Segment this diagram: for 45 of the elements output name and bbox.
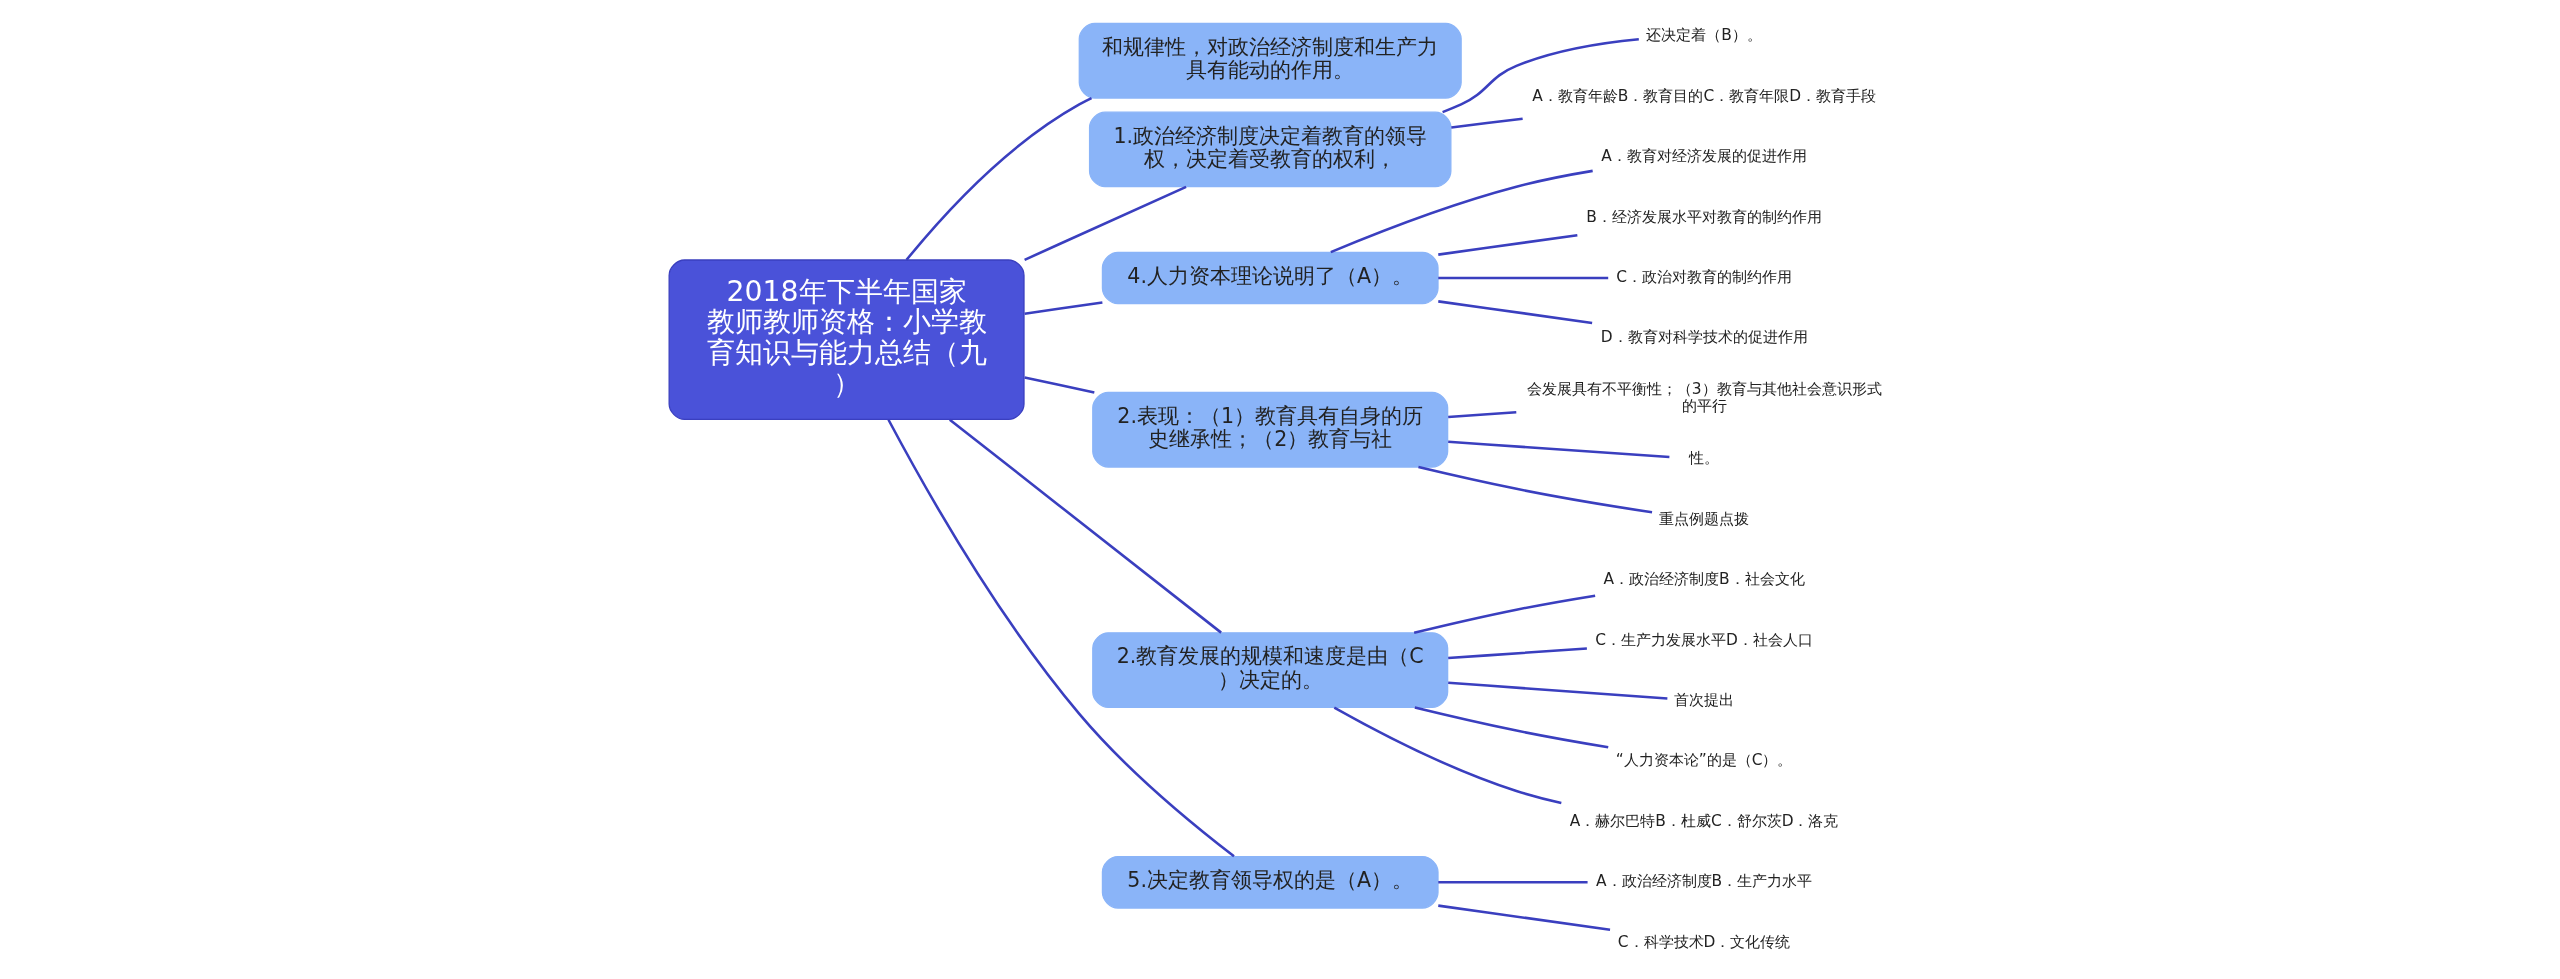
node-text: C．生产力发展水平D．社会人口 xyxy=(1594,630,1813,649)
connector xyxy=(886,419,1235,858)
node-text: 还决定着（B）。 xyxy=(1645,26,1762,45)
connector xyxy=(1329,169,1593,254)
connector xyxy=(1447,647,1587,660)
connector xyxy=(1437,300,1592,325)
connector xyxy=(1437,276,1608,280)
connector xyxy=(1417,465,1652,514)
connector xyxy=(1414,706,1608,749)
node-text: D．教育对科学技术的促进作用 xyxy=(1600,328,1808,347)
node-text: A．教育年龄B．教育目的C．教育年限D．教育手段 xyxy=(1531,86,1876,105)
node-text: 重点例题点拨 xyxy=(1658,509,1749,528)
node-text: 会发展具有不平衡性；（3）教育与其他社会意识形式的平行 xyxy=(1526,380,1882,416)
connector xyxy=(1413,594,1595,635)
node-box: 和规律性，对政治经济制度和生产力具有能动的作用。 xyxy=(1078,22,1462,99)
connector xyxy=(1437,881,1588,884)
node-box: 2.教育发展的规模和速度是由（C）决定的。 xyxy=(1091,632,1448,709)
connector xyxy=(1437,233,1578,256)
node-text: 首次提出 xyxy=(1673,690,1734,709)
connector xyxy=(1023,376,1095,394)
node-box: 5.决定教育领导权的是（A）。 xyxy=(1101,855,1439,909)
node-box: 1.政治经济制度决定着教育的领导权，决定着受教育的权利， xyxy=(1088,111,1451,188)
node-box: 4.人力资本理论说明了（A）。 xyxy=(1101,251,1439,305)
node-text: A．赫尔巴特B．杜威C．舒尔茨D．洛克 xyxy=(1569,811,1839,830)
node-text: A．教育对经济发展的促进作用 xyxy=(1600,147,1807,166)
node-text: C．科学技术D．文化传统 xyxy=(1617,932,1790,951)
connector xyxy=(1450,117,1523,129)
node-text: C．政治对教育的制约作用 xyxy=(1615,267,1792,286)
node-box: 2.表现：（1）教育具有自身的历史继承性；（2）教育与社 xyxy=(1091,391,1448,468)
connector xyxy=(905,96,1092,261)
connector xyxy=(1447,440,1669,459)
connector xyxy=(1023,301,1103,316)
connector xyxy=(1023,185,1187,262)
connector xyxy=(1447,410,1516,419)
node-text: 性。 xyxy=(1688,449,1719,468)
node-text: A．政治经济制度B．生产力水平 xyxy=(1595,872,1812,891)
node-box: 2018年下半年国家教师教师资格：小学教育知识与能力总结（九） xyxy=(668,259,1025,421)
connector xyxy=(948,418,1222,634)
node-text: A．政治经济制度B．社会文化 xyxy=(1603,570,1805,589)
connector xyxy=(1441,38,1639,114)
node-text: “人力资本论”的是（C）。 xyxy=(1615,751,1793,770)
node-text: B．经济发展水平对教育的制约作用 xyxy=(1585,207,1822,226)
connector xyxy=(1333,706,1562,805)
connector xyxy=(1437,904,1610,931)
connector xyxy=(1447,681,1667,700)
